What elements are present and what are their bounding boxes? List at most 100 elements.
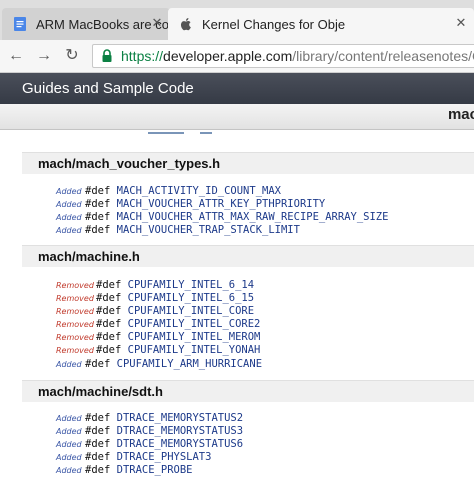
define-keyword: #def [96,279,122,291]
code-declaration: #def CPUFAMILY_INTEL_6_14 [96,279,254,291]
symbol-name[interactable]: CPUFAMILY_INTEL_MEROM [127,331,261,343]
symbol-name[interactable]: MACH_ACTIVITY_ID_COUNT_MAX [116,185,281,197]
close-tab-icon[interactable]: ✕ [151,15,163,30]
api-change-row: Added#def MACH_VOUCHER_ATTR_KEY_PTHPRIOR… [56,196,325,210]
api-change-row: Added#def DTRACE_MEMORYSTATUS3 [56,423,243,437]
define-keyword: #def [85,185,111,197]
api-change-row: Added#def MACH_VOUCHER_TRAP_STACK_LIMIT [56,222,300,236]
symbol-name[interactable]: DTRACE_PHYSLAT3 [116,451,212,463]
change-status-label: Added [56,200,82,209]
define-keyword: #def [85,211,111,223]
change-status-label: Added [56,466,82,475]
api-change-row: Added#def MACH_ACTIVITY_ID_COUNT_MAX [56,183,281,197]
define-keyword: #def [85,358,111,370]
define-keyword: #def [96,305,122,317]
site-header: Guides and Sample Code [0,73,474,104]
define-keyword: #def [85,451,111,463]
browser-tab-title: ARM MacBooks are com [36,16,170,32]
document-title: mac [447,106,474,123]
code-declaration: #def DTRACE_MEMORYSTATUS2 [85,412,243,424]
symbol-name[interactable]: DTRACE_MEMORYSTATUS2 [116,412,244,424]
browser-tab-title: Kernel Changes for Obje [202,16,346,32]
code-declaration: #def CPUFAMILY_INTEL_6_15 [96,292,254,304]
section-header: mach/machine/sdt.h [22,380,474,402]
symbol-name[interactable]: CPUFAMILY_INTEL_6_15 [127,292,255,304]
api-change-row: Removed#def CPUFAMILY_INTEL_MEROM [56,329,260,343]
change-status-label: Removed [56,307,94,316]
cut-off-content-line [200,132,212,134]
define-keyword: #def [85,198,111,210]
change-status-label: Added [56,414,82,423]
change-status-label: Removed [56,333,94,342]
change-status-label: Removed [56,281,94,290]
symbol-name[interactable]: CPUFAMILY_ARM_HURRICANE [116,358,263,370]
docs-icon [14,17,26,31]
symbol-name[interactable]: MACH_VOUCHER_TRAP_STACK_LIMIT [116,224,300,236]
symbol-name[interactable]: CPUFAMILY_INTEL_YONAH [127,344,261,356]
site-header-title[interactable]: Guides and Sample Code [22,80,194,97]
define-keyword: #def [96,331,122,343]
close-tab-icon[interactable]: ✕ [455,15,467,30]
change-status-label: Removed [56,320,94,329]
api-change-row: Removed#def CPUFAMILY_INTEL_CORE2 [56,316,260,330]
url-text: https://developer.apple.com/library/cont… [121,45,474,67]
reload-icon[interactable]: ↻ [65,47,79,64]
code-declaration: #def MACH_VOUCHER_TRAP_STACK_LIMIT [85,224,300,236]
symbol-name[interactable]: MACH_VOUCHER_ATTR_KEY_PTHPRIORITY [116,198,326,210]
change-status-label: Added [56,213,82,222]
apple-icon [180,18,191,31]
symbol-name[interactable]: DTRACE_PROBE [116,464,193,476]
symbol-name[interactable]: CPUFAMILY_INTEL_CORE2 [127,318,261,330]
api-change-row: Removed#def CPUFAMILY_INTEL_6_14 [56,277,254,291]
forward-arrow-icon[interactable]: → [36,47,52,64]
change-status-label: Removed [56,346,94,355]
browser-tab-strip: ARM MacBooks are com ✕ Kernel Changes fo… [0,0,474,40]
change-status-label: Added [56,427,82,436]
change-status-label: Added [56,187,82,196]
document-title-bar: mac [0,104,474,130]
define-keyword: #def [85,425,111,437]
define-keyword: #def [85,438,111,450]
browser-tab-kernel-changes[interactable]: Kernel Changes for Obje ✕ [168,8,474,40]
code-declaration: #def DTRACE_PHYSLAT3 [85,451,211,463]
symbol-name[interactable]: CPUFAMILY_INTEL_6_14 [127,279,255,291]
lock-icon [102,49,112,62]
url-path: /library/content/releasenotes/General/A [292,48,474,64]
code-declaration: #def DTRACE_PROBE [85,464,192,476]
back-arrow-icon[interactable]: ← [8,47,24,64]
browser-tab-arm-macbooks[interactable]: ARM MacBooks are com ✕ [2,8,170,40]
api-change-row: Removed#def CPUFAMILY_INTEL_YONAH [56,342,260,356]
code-declaration: #def CPUFAMILY_INTEL_MEROM [96,331,260,343]
code-declaration: #def CPUFAMILY_ARM_HURRICANE [85,358,262,370]
code-declaration: #def MACH_VOUCHER_ATTR_MAX_RAW_RECIPE_AR… [85,211,388,223]
change-status-label: Added [56,440,82,449]
code-declaration: #def DTRACE_MEMORYSTATUS6 [85,438,243,450]
define-keyword: #def [96,292,122,304]
address-bar[interactable]: https://developer.apple.com/library/cont… [92,44,474,68]
code-declaration: #def DTRACE_MEMORYSTATUS3 [85,425,243,437]
code-declaration: #def CPUFAMILY_INTEL_CORE2 [96,318,260,330]
api-change-row: Added#def CPUFAMILY_ARM_HURRICANE [56,356,262,370]
symbol-name[interactable]: DTRACE_MEMORYSTATUS6 [116,438,244,450]
symbol-name[interactable]: MACH_VOUCHER_ATTR_MAX_RAW_RECIPE_ARRAY_S… [116,211,389,223]
api-change-row: Added#def MACH_VOUCHER_ATTR_MAX_RAW_RECI… [56,209,388,223]
change-status-label: Added [56,360,82,369]
code-declaration: #def MACH_VOUCHER_ATTR_KEY_PTHPRIORITY [85,198,325,210]
section-header: mach/mach_voucher_types.h [22,152,474,174]
url-host: developer.apple.com [163,48,293,64]
browser-toolbar: ← → ↻ https://developer.apple.com/librar… [0,40,474,73]
define-keyword: #def [96,318,122,330]
api-change-row: Added#def DTRACE_MEMORYSTATUS2 [56,410,243,424]
api-change-row: Removed#def CPUFAMILY_INTEL_6_15 [56,290,254,304]
url-scheme: https:// [121,48,164,64]
change-status-label: Added [56,453,82,462]
section-header: mach/machine.h [22,245,474,267]
code-declaration: #def CPUFAMILY_INTEL_YONAH [96,344,260,356]
change-status-label: Removed [56,294,94,303]
define-keyword: #def [85,224,111,236]
symbol-name[interactable]: DTRACE_MEMORYSTATUS3 [116,425,244,437]
symbol-name[interactable]: CPUFAMILY_INTEL_CORE [127,305,255,317]
api-change-row: Added#def DTRACE_MEMORYSTATUS6 [56,436,243,450]
change-status-label: Added [56,226,82,235]
api-change-row: Removed#def CPUFAMILY_INTEL_CORE [56,303,255,317]
